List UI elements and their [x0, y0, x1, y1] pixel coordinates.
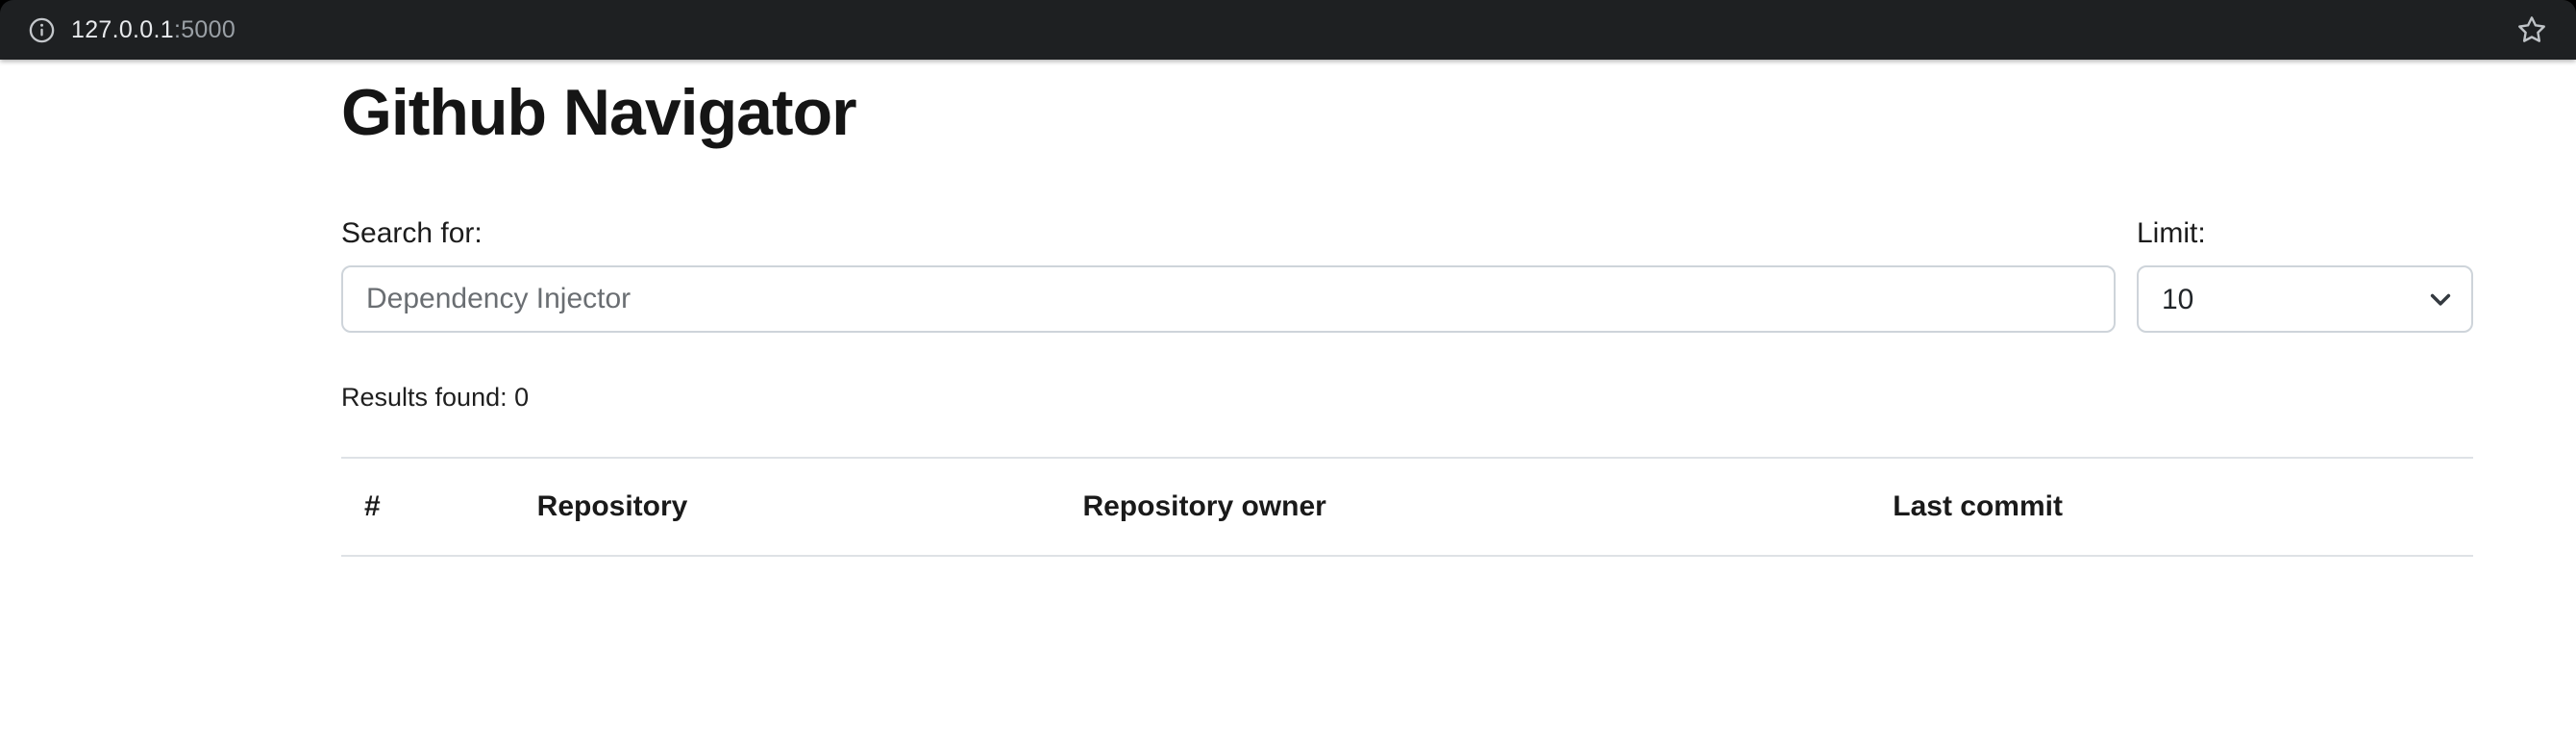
browser-chrome: 127.0.0.1:5000 — [0, 0, 2576, 60]
limit-select[interactable]: 10 — [2137, 265, 2473, 333]
search-field-group: Search for: — [341, 217, 2116, 333]
page-content: Github Navigator Search for: Limit: 10 R… — [341, 75, 2473, 557]
search-controls: Search for: Limit: 10 — [341, 217, 2473, 333]
limit-select-wrap: 10 — [2137, 265, 2473, 333]
results-count: Results found: 0 — [341, 383, 530, 412]
search-label: Search for: — [341, 217, 483, 249]
bookmark-star-icon[interactable] — [2514, 13, 2549, 47]
url-text[interactable]: 127.0.0.1:5000 — [71, 16, 235, 44]
results-table: # Repository Repository owner Last commi… — [341, 457, 2473, 557]
site-info-icon[interactable] — [27, 15, 57, 45]
url-host: 127.0.0.1 — [71, 15, 174, 43]
url-port: :5000 — [173, 15, 236, 43]
page-title: Github Navigator — [341, 76, 857, 149]
limit-field-group: Limit: 10 — [2137, 217, 2473, 333]
limit-label: Limit: — [2137, 217, 2206, 249]
address-bar[interactable]: 127.0.0.1:5000 — [0, 0, 2576, 60]
col-header-repository: Repository — [536, 490, 688, 522]
header-row: # Repository Repository owner Last commi… — [341, 458, 2473, 556]
col-header-owner: Repository owner — [1082, 490, 1326, 522]
search-input[interactable] — [341, 265, 2116, 333]
col-header-last-commit: Last commit — [1893, 490, 2063, 522]
col-header-index: # — [364, 490, 381, 522]
results-table-head: # Repository Repository owner Last commi… — [341, 458, 2473, 556]
